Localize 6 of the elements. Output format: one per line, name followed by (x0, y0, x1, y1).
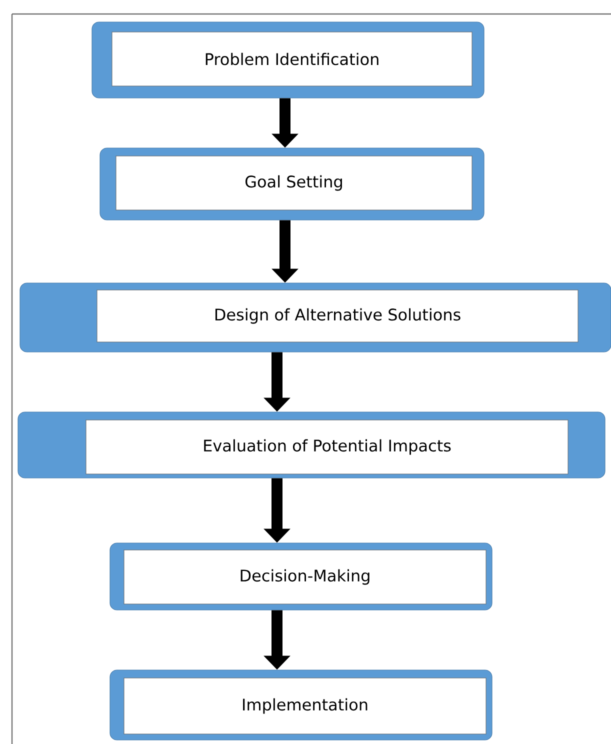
process-box: Implementation (110, 670, 492, 740)
process-box: Problem Identification (92, 22, 484, 98)
process-box: Evaluation of Potential Impacts (18, 412, 606, 478)
process-box: Goal Setting (100, 148, 484, 220)
process-box: Decision-Making (110, 542, 492, 610)
process-box: Design of Alternative Solutions (20, 282, 611, 352)
